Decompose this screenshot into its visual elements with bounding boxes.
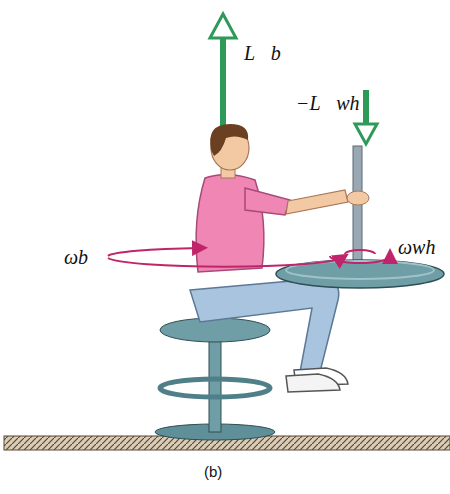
foot-ring [160,379,270,397]
angular-speed-label: ωwh [398,236,435,258]
panel-label: (b) [204,464,222,481]
vector-label: −L⃗wh [296,92,360,114]
angular-speed-label: ωb [64,246,88,268]
vector-label: L⃗b [244,42,281,64]
stool-seat [160,318,270,342]
wheel-axle [353,146,362,272]
wheel-momentum-arrow [363,90,369,124]
shoe [286,374,340,392]
arrow-head [210,14,236,38]
wheel-rotation-arrow [345,250,375,254]
body-rotation-arrow [108,248,200,256]
arrow-head [355,124,377,144]
legs [190,278,339,372]
shirt [196,174,264,272]
body-rotation-arrow [108,258,342,267]
stool-post [209,335,221,432]
hair [210,124,248,156]
forearm [286,190,348,214]
hand [347,191,369,205]
sleeve [245,188,290,215]
